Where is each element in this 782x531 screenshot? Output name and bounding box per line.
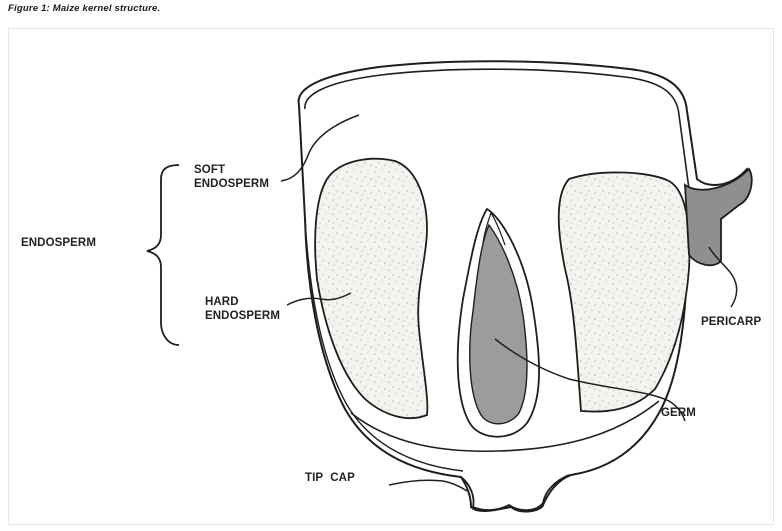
endosperm-bracket <box>147 165 179 345</box>
figure-caption: Figure 1: Maize kernel structure. <box>8 3 160 14</box>
right-endosperm-lobe <box>559 172 690 411</box>
label-germ: GERM <box>661 406 696 420</box>
diagram-panel: SOFT ENDOSPERM ENDOSPERM HARD ENDOSPERM … <box>8 28 774 525</box>
label-soft-line2: ENDOSPERM <box>194 177 269 191</box>
label-hard-endosperm: HARD ENDOSPERM <box>205 295 280 323</box>
pericarp-region <box>685 169 752 265</box>
label-tip-cap: TIP CAP <box>305 471 355 485</box>
label-soft-line1: SOFT <box>194 163 269 177</box>
label-hard-line2: ENDOSPERM <box>205 309 280 323</box>
kernel-diagram <box>9 29 775 526</box>
label-endosperm: ENDOSPERM <box>21 236 96 250</box>
label-pericarp: PERICARP <box>701 315 761 329</box>
label-soft-endosperm: SOFT ENDOSPERM <box>194 163 269 191</box>
leader-tip-cap <box>389 480 467 491</box>
tip-cap-shape <box>461 475 569 510</box>
label-hard-line1: HARD <box>205 295 280 309</box>
